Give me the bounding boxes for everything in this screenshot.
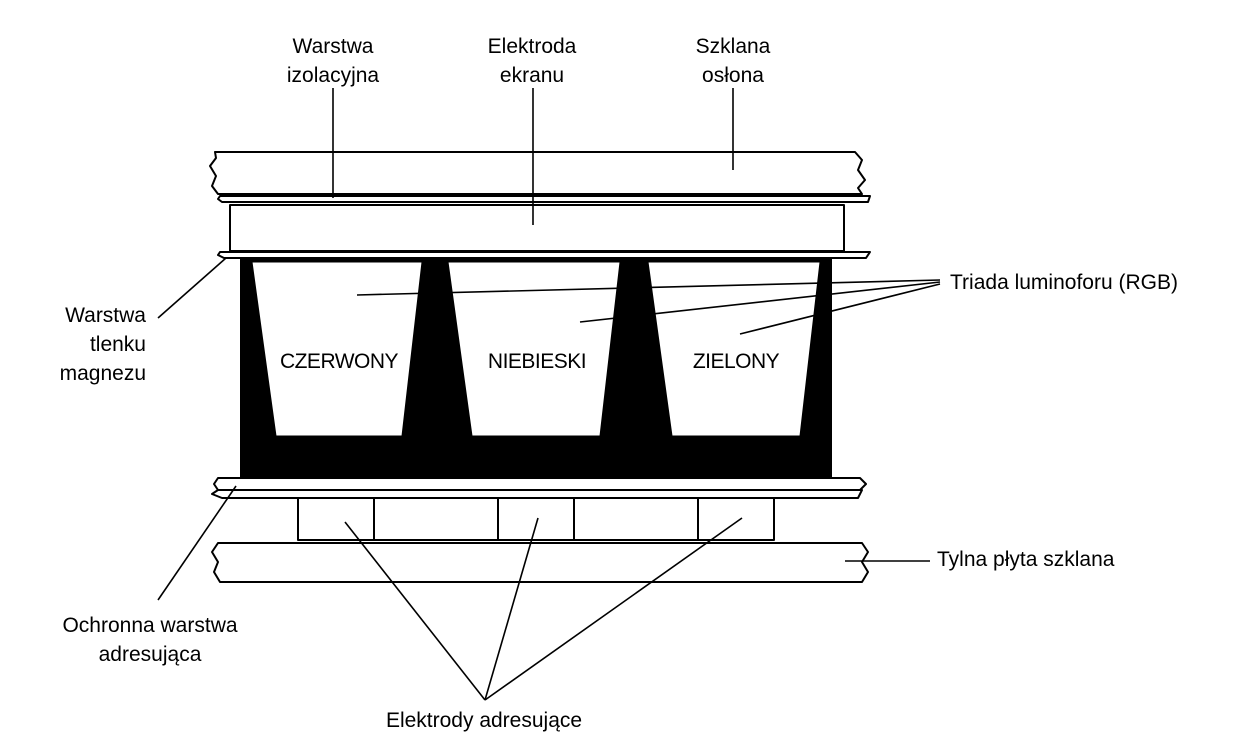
leader-phosphor-red <box>356 279 941 296</box>
label-line: Ochronna warstwa <box>62 614 238 637</box>
leader-magnesium <box>157 257 227 319</box>
leader-phosphor-green <box>739 283 941 335</box>
address-layer-body <box>211 489 863 499</box>
green-cell-cavity <box>647 261 821 437</box>
label-line: adresująca <box>98 643 202 666</box>
label-insulation-layer: Warstwa izolacyjna <box>287 32 379 90</box>
leader-address-1 <box>344 521 486 701</box>
address-electrode <box>297 497 375 541</box>
cell-barrier-structure <box>240 258 832 478</box>
protective-address-layer-plate <box>213 477 867 491</box>
label-rear-glass-plate: Tylna płyta szklana <box>937 548 1115 571</box>
magnesium-oxide-strip <box>217 251 871 259</box>
label-line: Warstwa <box>65 304 146 327</box>
leader-protective-layer <box>157 485 237 601</box>
leader-address-2 <box>484 517 539 701</box>
leader-address-3 <box>484 517 743 701</box>
label-screen-electrode: Elektroda ekranu <box>488 32 577 90</box>
label-glass-cover: Szklana osłona <box>696 32 771 90</box>
red-cell-cavity <box>251 261 423 437</box>
label-phosphor-triad: Triada luminoforu (RGB) <box>950 271 1178 294</box>
label-line: magnezu <box>59 362 146 385</box>
label-line: Szklana <box>695 35 771 58</box>
insulation-layer-strip <box>217 195 871 203</box>
cell-label-blue: NIEBIESKI <box>487 350 587 373</box>
address-electrode <box>697 497 775 541</box>
label-line: ekranu <box>499 64 565 87</box>
label-line: Elektroda <box>487 35 577 58</box>
label-line: Warstwa <box>292 35 374 58</box>
screen-electrode-plate <box>229 204 845 252</box>
blue-cell-cavity <box>447 261 621 437</box>
label-line: osłona <box>702 64 764 87</box>
rear-glass-plate <box>211 542 869 583</box>
address-electrode <box>497 497 575 541</box>
label-line: izolacyjna <box>286 64 380 87</box>
label-magnesium-oxide: Warstwa tlenku magnezu <box>20 301 146 388</box>
label-line: tlenku <box>89 333 146 356</box>
label-protective-address-layer: Ochronna warstwa adresująca <box>62 611 237 669</box>
leader-phosphor-blue <box>579 281 941 323</box>
cell-label-red: CZERWONY <box>279 350 399 373</box>
cell-label-green: ZIELONY <box>692 350 780 373</box>
glass-cover-plate <box>209 151 866 195</box>
label-address-electrodes: Elektrody adresujące <box>385 709 583 732</box>
